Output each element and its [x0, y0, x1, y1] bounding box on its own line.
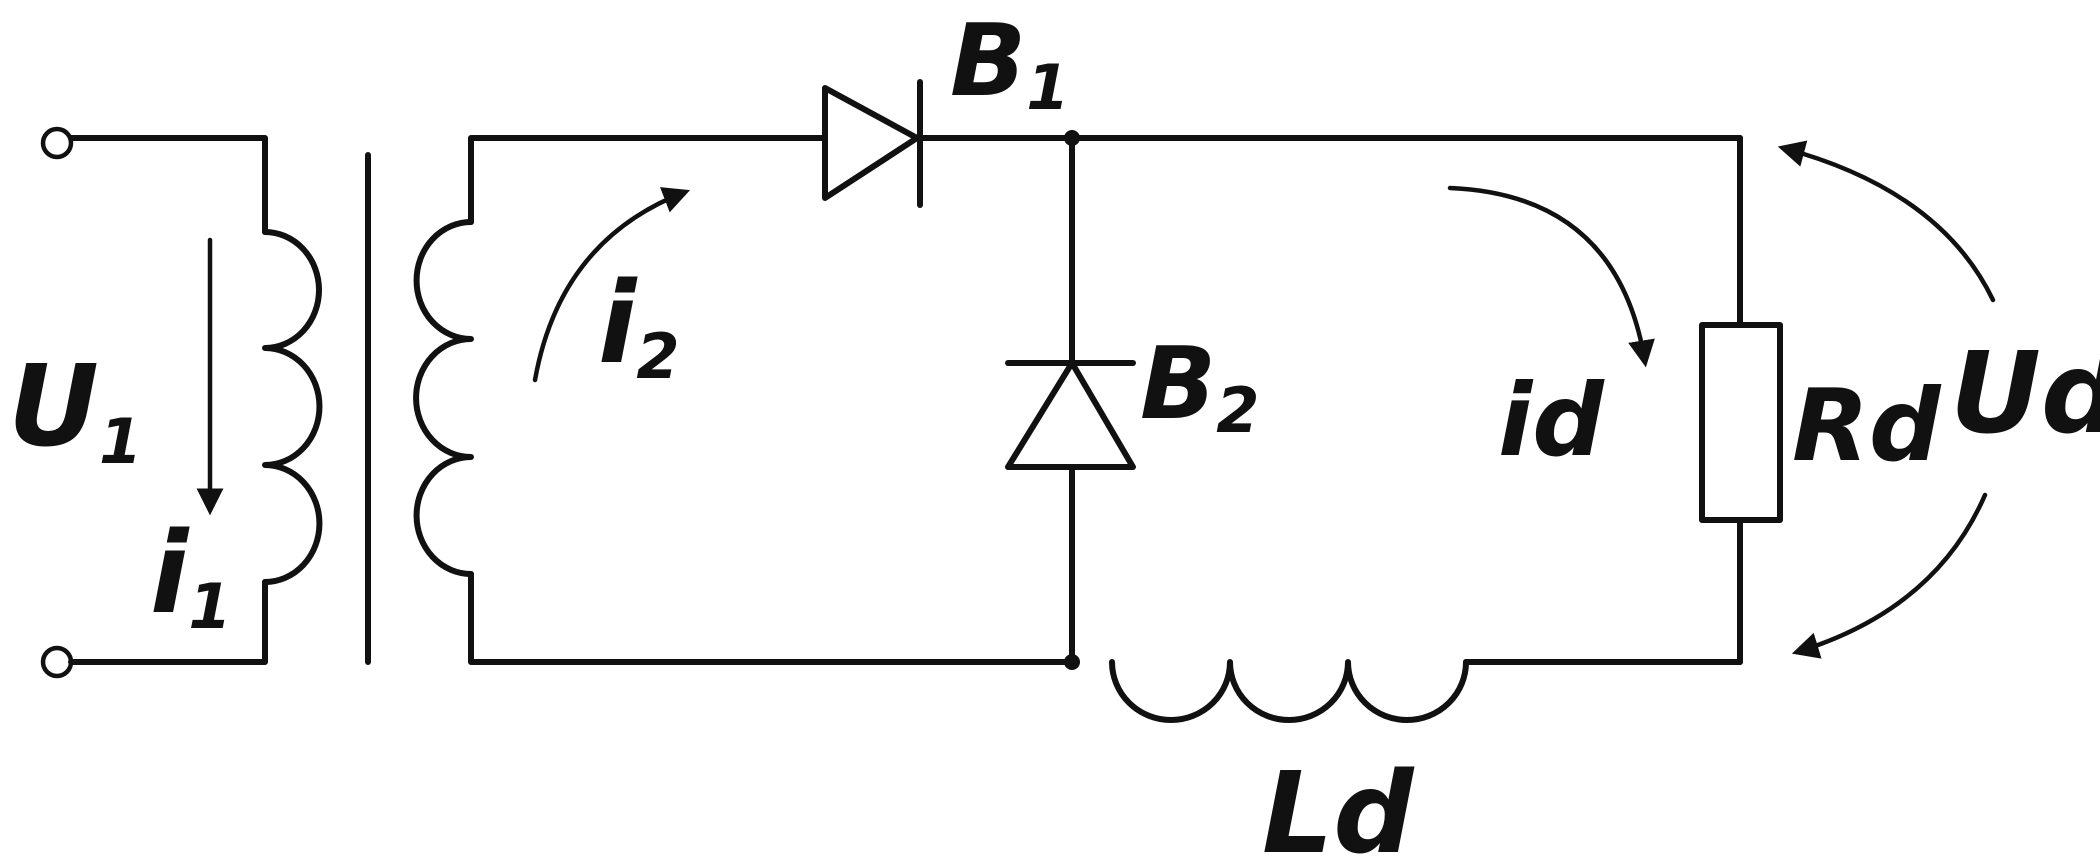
- label-b1-main: B: [950, 2, 1026, 119]
- label-b2-sub: 2: [1216, 374, 1259, 447]
- label-u1: U1: [8, 342, 142, 478]
- ud-arrow-bottom: [1791, 492, 1988, 659]
- input-terminal-top: [40, 126, 74, 160]
- diode-b2: [1005, 360, 1136, 470]
- ud-arrow-top: [1777, 140, 1996, 303]
- input-terminal-bottom: [40, 645, 74, 679]
- i2-arrow: [532, 187, 691, 383]
- label-b2-main: B: [1140, 325, 1216, 442]
- label-ld: Ld: [1262, 749, 1415, 863]
- label-i1-sub: 1: [188, 570, 231, 643]
- secondary-lead-top: [468, 135, 828, 225]
- diode-b1: [822, 85, 920, 201]
- label-i1-main: i: [150, 509, 190, 639]
- secondary-lead-bottom: [468, 571, 1075, 665]
- secondary-winding: [413, 219, 474, 577]
- label-b2: B2: [1140, 325, 1259, 447]
- label-b1: B1: [950, 2, 1069, 124]
- label-id: id: [1498, 362, 1605, 479]
- primary-lead-bottom: [68, 579, 268, 665]
- label-u1-sub: 1: [99, 405, 142, 478]
- resistor-rd: [1699, 322, 1783, 523]
- label-i2-main: i: [598, 259, 638, 389]
- label-i2-sub: 2: [636, 320, 679, 393]
- primary-lead-top: [68, 135, 268, 235]
- primary-winding: [262, 229, 323, 585]
- label-u1-main: U: [8, 342, 99, 472]
- label-rd: Rd: [1792, 367, 1942, 484]
- label-i1: i1: [150, 509, 232, 643]
- label-b1-sub: 1: [1026, 51, 1069, 124]
- label-ud: Ud: [1950, 329, 2100, 459]
- label-i2: i2: [598, 259, 680, 393]
- inductor-ld: [1109, 659, 1469, 723]
- id-arrow: [1447, 185, 1655, 368]
